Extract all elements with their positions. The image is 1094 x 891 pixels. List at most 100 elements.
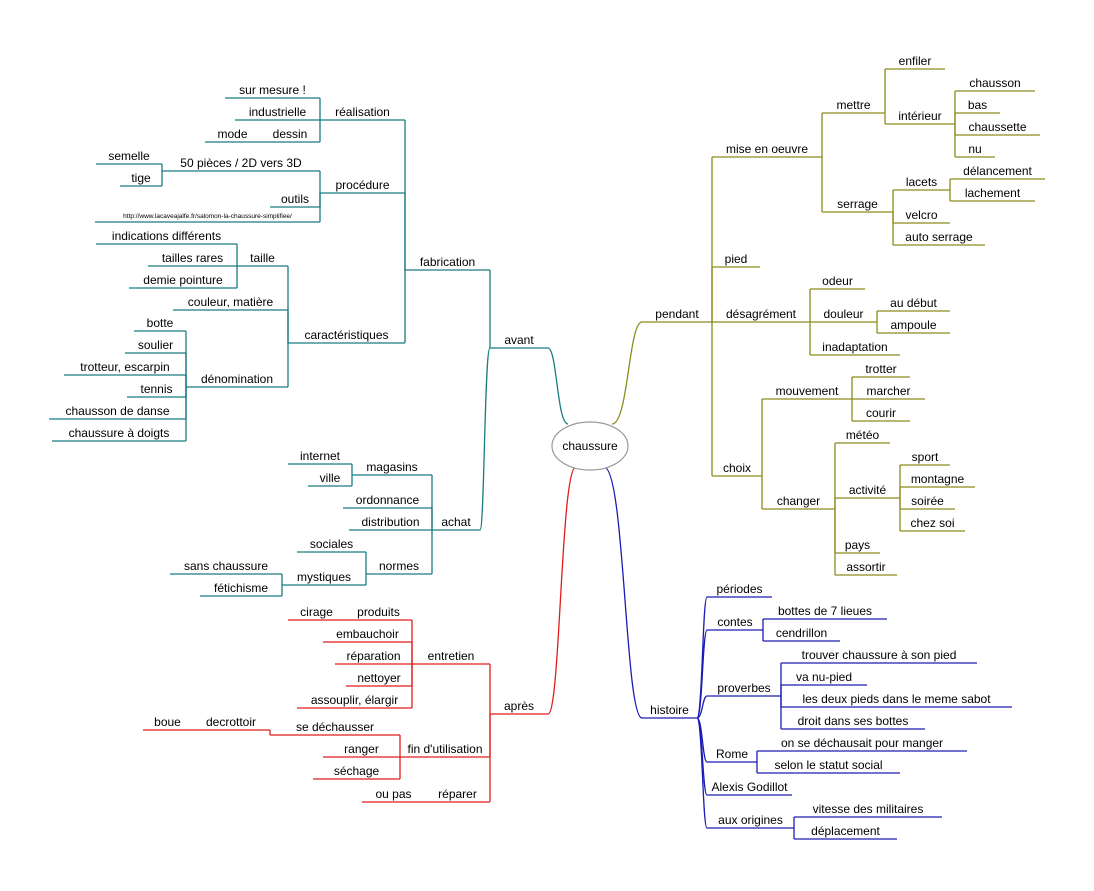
node-n22[interactable]: soulier xyxy=(138,338,173,352)
node-n19[interactable]: couleur, matière xyxy=(188,295,274,309)
node-n26[interactable]: chaussure à doigts xyxy=(69,426,170,440)
node-n93[interactable]: bottes de 7 lieues xyxy=(778,604,872,618)
node-n95[interactable]: proverbes xyxy=(717,681,770,695)
node-n81[interactable]: changer xyxy=(777,494,820,508)
node-n16[interactable]: indications différents xyxy=(112,229,221,243)
node-n70[interactable]: désagrément xyxy=(726,307,797,321)
node-n36[interactable]: sans chaussure xyxy=(184,559,268,573)
node-n68[interactable]: auto serrage xyxy=(905,230,973,244)
node-n87[interactable]: chez soi xyxy=(910,516,954,530)
node-n45[interactable]: assouplir, élargir xyxy=(311,693,398,707)
node-n73[interactable]: au début xyxy=(890,296,937,310)
node-n15[interactable]: taille xyxy=(250,251,275,265)
node-n84[interactable]: sport xyxy=(912,450,939,464)
node-n96[interactable]: trouver chaussure à son pied xyxy=(802,648,957,662)
node-n65[interactable]: délancement xyxy=(963,164,1032,178)
node-n97[interactable]: va nu-pied xyxy=(796,670,852,684)
node-n85[interactable]: montagne xyxy=(911,472,965,486)
node-n98[interactable]: les deux pieds dans le meme sabot xyxy=(802,692,991,706)
node-n66[interactable]: lachement xyxy=(965,186,1021,200)
node-n99[interactable]: droit dans ses bottes xyxy=(798,714,909,728)
node-n50[interactable]: ranger xyxy=(344,742,379,756)
node-n82[interactable]: météo xyxy=(846,428,880,442)
node-n55[interactable]: mise en oeuvre xyxy=(726,142,808,156)
node-n69[interactable]: pied xyxy=(725,252,748,266)
node-n71[interactable]: odeur xyxy=(822,274,853,288)
node-n7[interactable]: mode xyxy=(217,127,247,141)
node-n61[interactable]: chaussette xyxy=(968,120,1026,134)
node-n41[interactable]: cirage xyxy=(300,605,333,619)
node-n83[interactable]: activité xyxy=(849,483,887,497)
node-n21[interactable]: botte xyxy=(147,316,174,330)
node-n18[interactable]: demie pointure xyxy=(143,273,223,287)
node-n92[interactable]: contes xyxy=(717,615,752,629)
node-n8[interactable]: procédure xyxy=(335,178,389,192)
node-n78[interactable]: trotter xyxy=(865,362,896,376)
node-n9[interactable]: 50 pièces / 2D vers 3D xyxy=(180,156,302,170)
node-n3[interactable]: réalisation xyxy=(335,105,390,119)
node-n13[interactable]: http://www.lacaveajalfe.fr/salomon-la-ch… xyxy=(123,213,292,220)
node-n48[interactable]: decrottoir xyxy=(206,715,256,729)
node-n60[interactable]: bas xyxy=(968,98,987,112)
node-n39[interactable]: entretien xyxy=(428,649,475,663)
node-n6[interactable]: dessin xyxy=(273,127,308,141)
node-n31[interactable]: ordonnance xyxy=(356,493,420,507)
node-n52[interactable]: réparer xyxy=(438,787,477,801)
node-n91[interactable]: périodes xyxy=(716,582,762,596)
node-n77[interactable]: mouvement xyxy=(776,384,839,398)
node-n106[interactable]: déplacement xyxy=(811,824,880,838)
root-node[interactable]: chaussure xyxy=(551,421,629,471)
node-n80[interactable]: courir xyxy=(866,406,896,420)
node-n86[interactable]: soirée xyxy=(911,494,944,508)
node-n33[interactable]: normes xyxy=(379,559,419,573)
node-n49[interactable]: boue xyxy=(154,715,181,729)
node-n101[interactable]: on se déchausait pour manger xyxy=(781,736,943,750)
node-n90[interactable]: histoire xyxy=(650,703,689,717)
node-n74[interactable]: ampoule xyxy=(890,318,936,332)
node-n76[interactable]: choix xyxy=(723,461,751,475)
node-n67[interactable]: velcro xyxy=(905,208,937,222)
node-n63[interactable]: serrage xyxy=(837,197,878,211)
node-n72[interactable]: douleur xyxy=(823,307,863,321)
node-n57[interactable]: enfiler xyxy=(899,54,932,68)
node-n1[interactable]: avant xyxy=(504,333,534,347)
node-n34[interactable]: sociales xyxy=(310,537,353,551)
node-n27[interactable]: achat xyxy=(441,515,471,529)
node-n28[interactable]: magasins xyxy=(366,460,417,474)
node-n32[interactable]: distribution xyxy=(361,515,419,529)
node-n5[interactable]: industrielle xyxy=(249,105,307,119)
node-n103[interactable]: Alexis Godillot xyxy=(711,780,788,794)
node-n25[interactable]: chausson de danse xyxy=(65,404,169,418)
node-n44[interactable]: nettoyer xyxy=(357,671,400,685)
node-n11[interactable]: tige xyxy=(131,171,151,185)
node-n89[interactable]: assortir xyxy=(846,560,885,574)
node-n24[interactable]: tennis xyxy=(140,382,172,396)
node-n17[interactable]: tailles rares xyxy=(162,251,223,265)
node-n100[interactable]: Rome xyxy=(716,747,748,761)
node-n10[interactable]: semelle xyxy=(108,149,150,163)
node-n43[interactable]: réparation xyxy=(346,649,400,663)
node-n75[interactable]: inadaptation xyxy=(822,340,887,354)
node-n79[interactable]: marcher xyxy=(866,384,910,398)
node-n58[interactable]: intérieur xyxy=(898,109,941,123)
node-n40[interactable]: produits xyxy=(357,605,400,619)
node-n38[interactable]: après xyxy=(504,699,534,713)
node-n104[interactable]: aux origines xyxy=(718,813,783,827)
node-n105[interactable]: vitesse des militaires xyxy=(813,802,924,816)
node-n102[interactable]: selon le statut social xyxy=(774,758,882,772)
node-n56[interactable]: mettre xyxy=(836,98,870,112)
node-n14[interactable]: caractéristiques xyxy=(304,328,388,342)
node-n42[interactable]: embauchoir xyxy=(336,627,399,641)
node-n37[interactable]: fétichisme xyxy=(214,581,268,595)
node-n54[interactable]: pendant xyxy=(655,307,699,321)
node-n2[interactable]: fabrication xyxy=(420,255,475,269)
node-n46[interactable]: fin d'utilisation xyxy=(408,742,483,756)
node-n53[interactable]: ou pas xyxy=(375,787,411,801)
node-n29[interactable]: internet xyxy=(300,449,341,463)
node-n4[interactable]: sur mesure ! xyxy=(239,83,306,97)
node-n88[interactable]: pays xyxy=(845,538,870,552)
node-n51[interactable]: séchage xyxy=(334,764,380,778)
node-n62[interactable]: nu xyxy=(968,142,981,156)
node-n59[interactable]: chausson xyxy=(969,76,1020,90)
node-n12[interactable]: outils xyxy=(281,192,309,206)
